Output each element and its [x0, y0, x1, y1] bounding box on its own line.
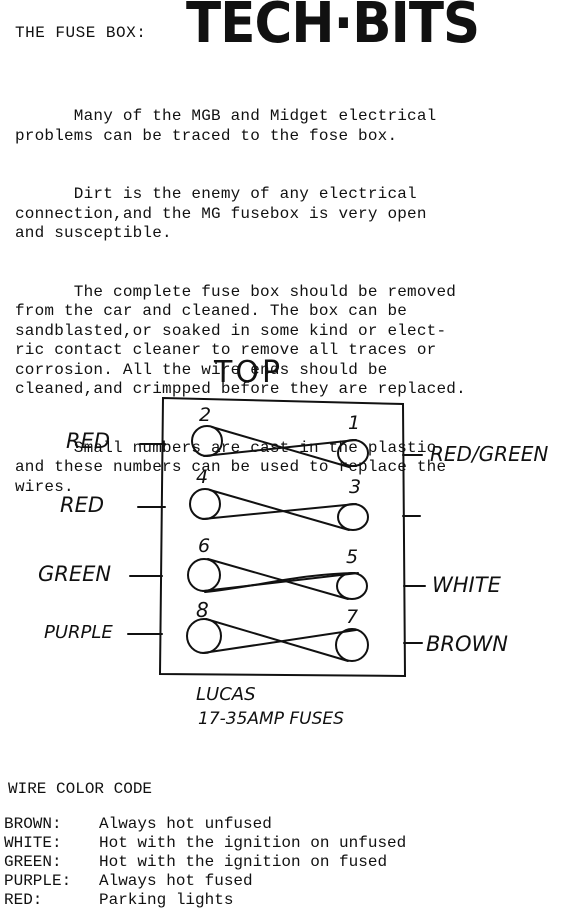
tech-bits-logo: TECH·BITS — [186, 0, 480, 56]
diagram-top-label: TOP — [214, 355, 284, 390]
terminal-number-5: 5 — [346, 546, 359, 568]
terminal-number-4: 4 — [196, 466, 209, 488]
fuse-strap — [203, 439, 357, 457]
color-code-key: WHITE: — [4, 834, 62, 852]
terminal-circle — [189, 488, 221, 520]
fuse-box-outline — [158, 396, 407, 678]
right-wire-label-brown: BROWN — [426, 632, 509, 656]
fuse-strap — [202, 503, 357, 520]
intro-paragraph-3: The complete fuse box should be removed … — [15, 282, 466, 399]
left-wire-label-purple: PURPLE — [44, 622, 113, 643]
terminal-circle — [337, 503, 369, 531]
color-code-row: PURPLE: Always hot fused — [4, 872, 253, 890]
intro-paragraph-1: Many of the MGB and Midget electrical pr… — [15, 107, 437, 145]
wire-color-code-heading: WIRE COLOR CODE — [8, 780, 153, 798]
color-code-meaning: Always hot unfused — [99, 815, 272, 833]
left-wire-label-green: GREEN — [38, 562, 112, 586]
left-wire-label-red-second: RED — [60, 493, 105, 517]
terminal-circle — [187, 558, 221, 592]
color-code-key: PURPLE: — [4, 872, 72, 890]
terminal-number-8: 8 — [196, 598, 209, 622]
intro-text: Many of the MGB and Midget electrical pr… — [15, 68, 565, 517]
maker-label: LUCAS — [196, 684, 256, 705]
fuse-strap — [202, 629, 357, 654]
color-code-key: BROWN: — [4, 815, 62, 833]
terminal-circle — [335, 628, 369, 662]
color-code-key: GREEN: — [4, 853, 62, 871]
color-code-key: RED: — [4, 891, 43, 909]
terminal-number-1: 1 — [348, 412, 361, 434]
fuse-rating-label: 17-35AMP FUSES — [198, 709, 344, 729]
terminal-circle — [336, 572, 368, 600]
color-code-meaning: Hot with the ignition on unfused — [99, 834, 407, 852]
fuse-strap — [205, 618, 349, 662]
color-code-meaning: Hot with the ignition on fused — [99, 853, 388, 871]
terminal-circle — [191, 425, 223, 457]
color-code-meaning: Always hot fused — [99, 872, 253, 890]
color-code-row: GREEN: Hot with the ignition on fused — [4, 853, 387, 871]
section-label: THE FUSE BOX: — [15, 24, 147, 42]
right-wire-label-red-green: RED/GREEN — [430, 442, 549, 466]
fuse-strap — [204, 572, 356, 593]
terminal-number-3: 3 — [349, 476, 362, 498]
intro-paragraph-2: Dirt is the enemy of any electrical conn… — [15, 185, 427, 242]
color-code-row: BROWN: Always hot unfused — [4, 815, 272, 833]
color-code-meaning: Parking lights — [99, 891, 234, 909]
fuse-strap — [209, 489, 350, 531]
terminal-circle — [186, 618, 222, 654]
terminal-number-7: 7 — [346, 606, 359, 628]
color-code-row: WHITE: Hot with the ignition on unfused — [4, 834, 406, 852]
terminal-number-2: 2 — [199, 404, 212, 426]
fuse-strap — [207, 558, 349, 600]
left-wire-label-red-top: RED — [66, 429, 111, 453]
terminal-number-6: 6 — [198, 535, 211, 557]
color-code-row: RED: Parking lights — [4, 891, 233, 909]
right-wire-label-white: WHITE — [432, 573, 501, 597]
terminal-circle — [337, 439, 369, 467]
